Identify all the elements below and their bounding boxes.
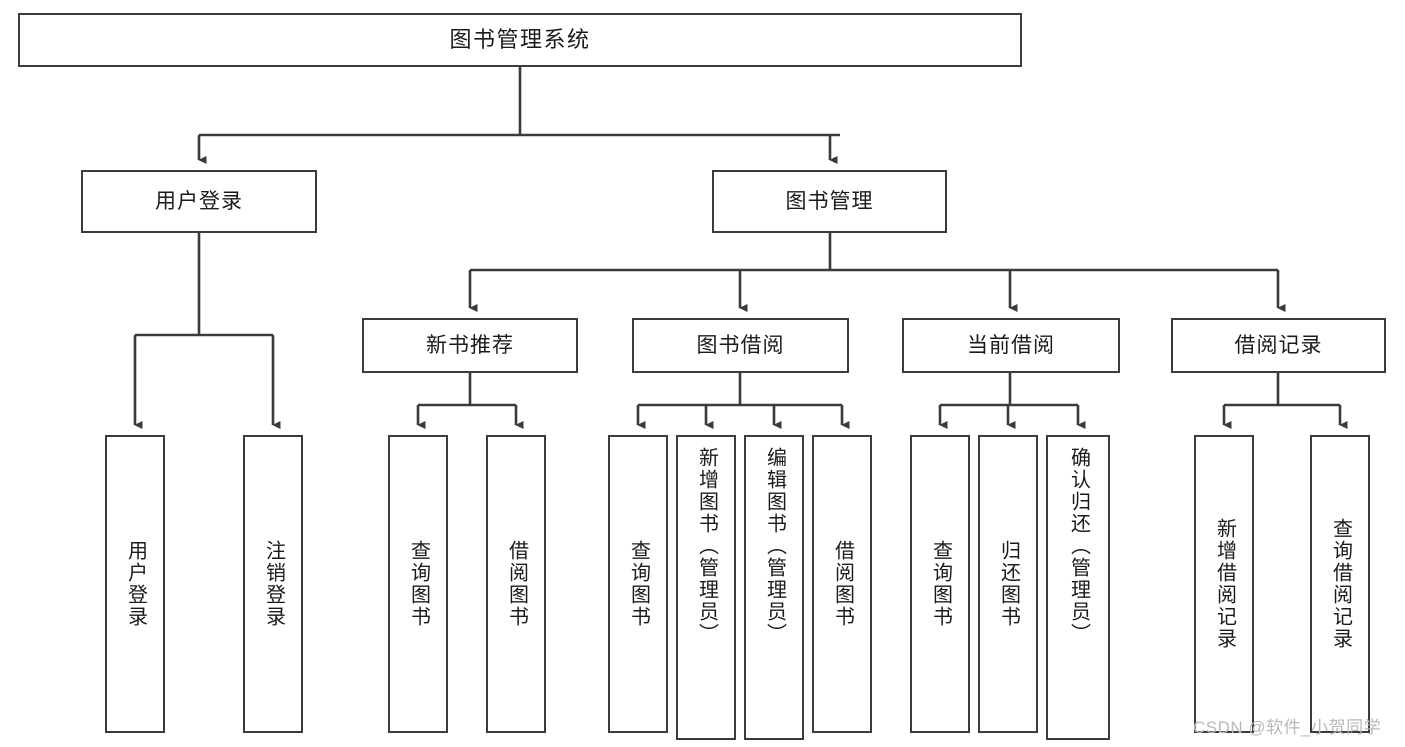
node-book-borrow[interactable]: 图书借阅 [632, 318, 849, 373]
node-leaf-query-book-current[interactable]: 查询图书 [910, 435, 970, 733]
node-leaf-user-logout[interactable]: 注销登录 [243, 435, 303, 733]
node-leaf-add-borrow-record[interactable]: 新增借阅记录 [1194, 435, 1254, 733]
node-leaf-add-book-admin[interactable]: 新增图书（管理员） [676, 435, 736, 740]
node-leaf-query-book-borrow[interactable]: 查询图书 [608, 435, 668, 733]
node-current-borrow[interactable]: 当前借阅 [902, 318, 1120, 373]
node-leaf-borrow-book-borrow[interactable]: 借阅图书 [812, 435, 872, 733]
node-leaf-query-book-recommend[interactable]: 查询图书 [388, 435, 448, 733]
node-leaf-edit-book-admin[interactable]: 编辑图书（管理员） [744, 435, 804, 740]
node-leaf-confirm-return-admin[interactable]: 确认归还（管理员） [1046, 435, 1110, 740]
node-leaf-borrow-book-recommend[interactable]: 借阅图书 [486, 435, 546, 733]
node-leaf-user-login[interactable]: 用户登录 [105, 435, 165, 733]
node-leaf-return-book[interactable]: 归还图书 [978, 435, 1038, 733]
node-root-book-management-system[interactable]: 图书管理系统 [18, 13, 1022, 67]
node-user-login[interactable]: 用户登录 [81, 170, 317, 233]
node-book-management[interactable]: 图书管理 [712, 170, 947, 233]
csdn-watermark: CSDN @软件_小贺同学 [1193, 718, 1382, 737]
node-borrow-record[interactable]: 借阅记录 [1171, 318, 1386, 373]
node-leaf-query-borrow-record[interactable]: 查询借阅记录 [1310, 435, 1370, 733]
node-new-book-recommend[interactable]: 新书推荐 [362, 318, 578, 373]
